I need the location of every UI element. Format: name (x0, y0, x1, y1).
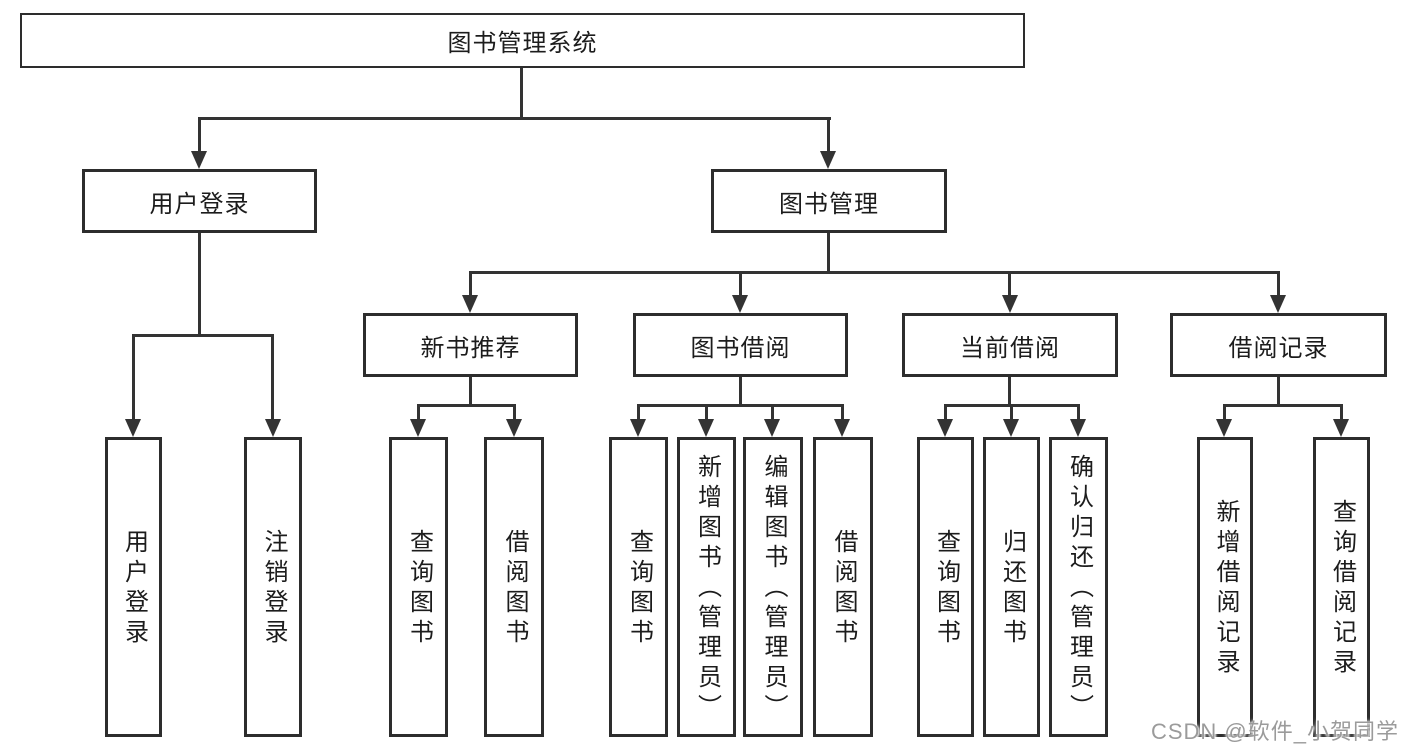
leaf-user-login: 用户登录 (105, 437, 162, 737)
arrowhead-leaf (834, 419, 850, 437)
edge-stem-user (198, 117, 201, 153)
arrowhead-leaf (698, 419, 714, 437)
edge-current-trunk (1008, 377, 1011, 407)
edge-stem-leaf (513, 404, 516, 422)
node-current-borrow: 当前借阅 (902, 313, 1118, 377)
node-new-book-recommend: 新书推荐 (363, 313, 578, 377)
leaf-current-confirm-return-admin: 确认归还（管理员） (1049, 437, 1108, 737)
leaf-borrow-query-book: 查询图书 (609, 437, 668, 737)
edge-borrow-rail (637, 404, 844, 407)
arrowhead-leaf (1333, 419, 1349, 437)
arrowhead-module (732, 295, 748, 313)
node-user-login: 用户登录 (82, 169, 317, 233)
edge-stem-leaf (705, 404, 708, 422)
edge-borrow-trunk (739, 377, 742, 407)
leaf-records-query-record: 查询借阅记录 (1313, 437, 1370, 737)
edge-stem-module (1008, 271, 1011, 297)
arrowhead-leaf (937, 419, 953, 437)
edge-root-trunk (520, 68, 523, 120)
leaf-recommend-borrow-book: 借阅图书 (484, 437, 544, 737)
leaf-current-query-book: 查询图书 (917, 437, 974, 737)
edge-stem-book (827, 117, 830, 153)
node-book-management: 图书管理 (711, 169, 947, 233)
edge-stem-leaf (771, 404, 774, 422)
edge-stem-leaf (841, 404, 844, 422)
leaf-current-return-book: 归还图书 (983, 437, 1040, 737)
arrowhead-leaf (630, 419, 646, 437)
edge-stem-leaf (1077, 404, 1080, 422)
arrowhead-user-login (191, 151, 207, 169)
edge-user-trunk (198, 233, 201, 337)
leaf-recommend-query-book: 查询图书 (389, 437, 448, 737)
leaf-logout: 注销登录 (244, 437, 302, 737)
edge-records-rail (1223, 404, 1343, 407)
edge-records-trunk (1277, 377, 1280, 407)
leaf-borrow-borrow-book: 借阅图书 (813, 437, 873, 737)
arrowhead-leaf (125, 419, 141, 437)
node-borrow-records: 借阅记录 (1170, 313, 1387, 377)
arrowhead-leaf (506, 419, 522, 437)
leaf-borrow-add-book-admin: 新增图书（管理员） (677, 437, 736, 737)
node-book-borrow: 图书借阅 (633, 313, 848, 377)
arrowhead-leaf (1070, 419, 1086, 437)
edge-user-rail (132, 334, 273, 337)
arrowhead-module (462, 295, 478, 313)
arrowhead-leaf (764, 419, 780, 437)
arrowhead-book-management (820, 151, 836, 169)
edge-stem-module (469, 271, 472, 297)
arrowhead-leaf (1003, 419, 1019, 437)
edge-stem-leaf (637, 404, 640, 422)
edge-recommend-trunk (469, 377, 472, 407)
edge-book-trunk (827, 233, 830, 274)
edge-stem-leaf (132, 334, 135, 422)
csdn-watermark: CSDN @软件_小贺同学 (1150, 719, 1399, 744)
edge-stem-module (1277, 271, 1280, 297)
arrowhead-module (1270, 295, 1286, 313)
leaf-borrow-edit-book-admin: 编辑图书（管理员） (743, 437, 803, 737)
arrowhead-leaf (410, 419, 426, 437)
edge-stem-leaf (1223, 404, 1226, 422)
edge-stem-module (739, 271, 742, 297)
edge-recommend-rail (417, 404, 516, 407)
node-root-system: 图书管理系统 (20, 13, 1025, 68)
arrowhead-module (1002, 295, 1018, 313)
leaf-records-add-record: 新增借阅记录 (1197, 437, 1253, 737)
edge-stem-leaf (271, 334, 274, 422)
edge-stem-leaf (944, 404, 947, 422)
edge-stem-leaf (1340, 404, 1343, 422)
edge-book-rail (469, 271, 1280, 274)
edge-root-rail (198, 117, 831, 120)
edge-stem-leaf (417, 404, 420, 422)
edge-stem-leaf (1010, 404, 1013, 422)
arrowhead-leaf (265, 419, 281, 437)
arrowhead-leaf (1216, 419, 1232, 437)
